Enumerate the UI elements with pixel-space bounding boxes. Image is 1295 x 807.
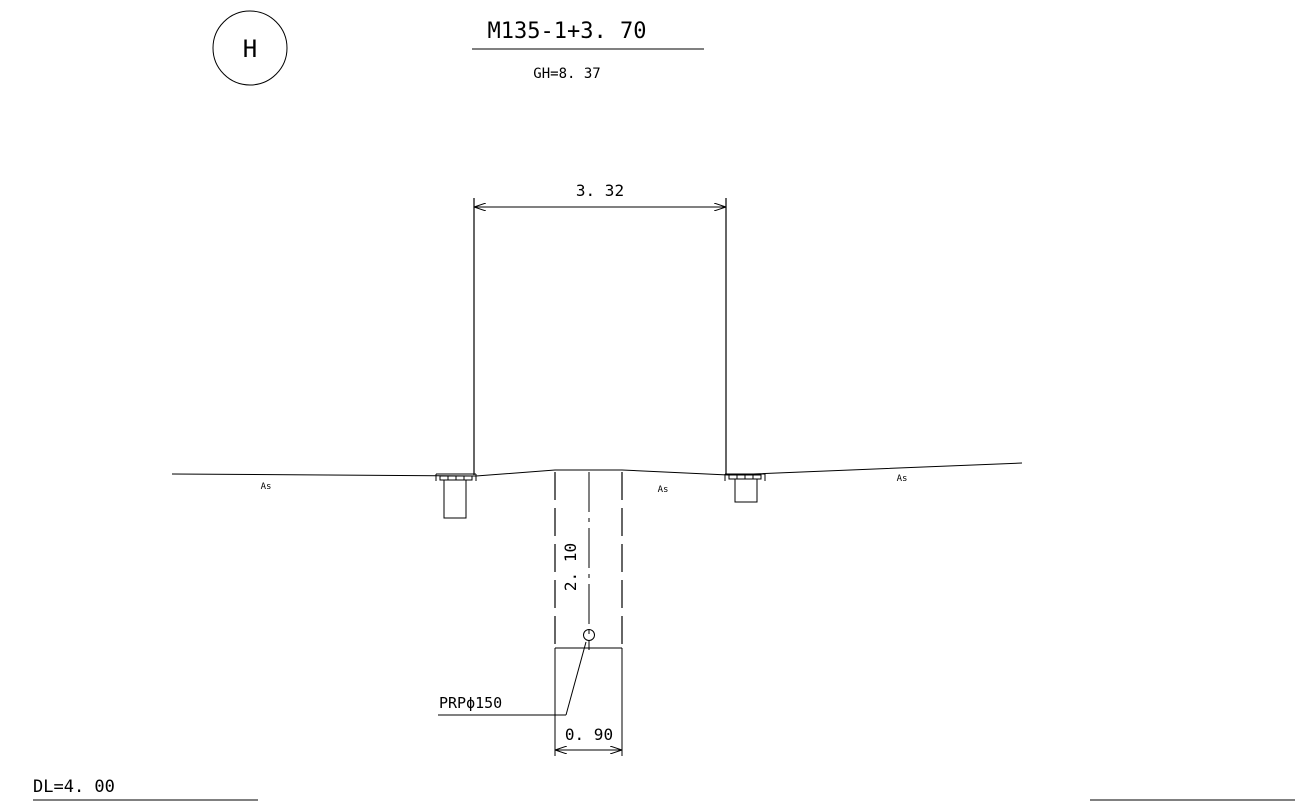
station-label: M135-1+3. 70 [488, 19, 647, 44]
width-dimension-value: 3. 32 [576, 181, 624, 200]
pipe-label: PRPϕ150 [439, 694, 502, 712]
surface-label-middle: As [658, 485, 669, 495]
pipe: PRPϕ150 [438, 629, 595, 716]
station-header: M135-1+3. 70 GH=8. 37 [472, 19, 704, 82]
left-curb-block [435, 473, 477, 519]
pipe-leader-line [565, 641, 587, 716]
depth-dimension-value: 2. 10 [561, 543, 580, 591]
section-marker: H [212, 10, 288, 86]
section-label: H [243, 35, 257, 63]
trench: 2. 10 [554, 472, 623, 650]
right-curb-body [734, 478, 758, 503]
surface-label-left: As [261, 482, 272, 492]
section-circle [212, 10, 288, 86]
datum-level-label: DL=4. 00 [33, 777, 115, 797]
left-curb-body [443, 479, 467, 519]
right-curb-block [724, 473, 766, 503]
pipe-symbol [583, 629, 595, 641]
surface-label-right: As [897, 474, 908, 484]
trench-width-value: 0. 90 [565, 725, 613, 744]
ground-surface: As As As [171, 462, 1023, 495]
ground-line [171, 462, 1023, 477]
trench-width-dimension: 0. 90 [554, 648, 623, 756]
datum-level: DL=4. 00 [33, 777, 1295, 801]
ground-height-label: GH=8. 37 [533, 66, 600, 82]
width-dimension: 3. 32 [473, 181, 727, 475]
